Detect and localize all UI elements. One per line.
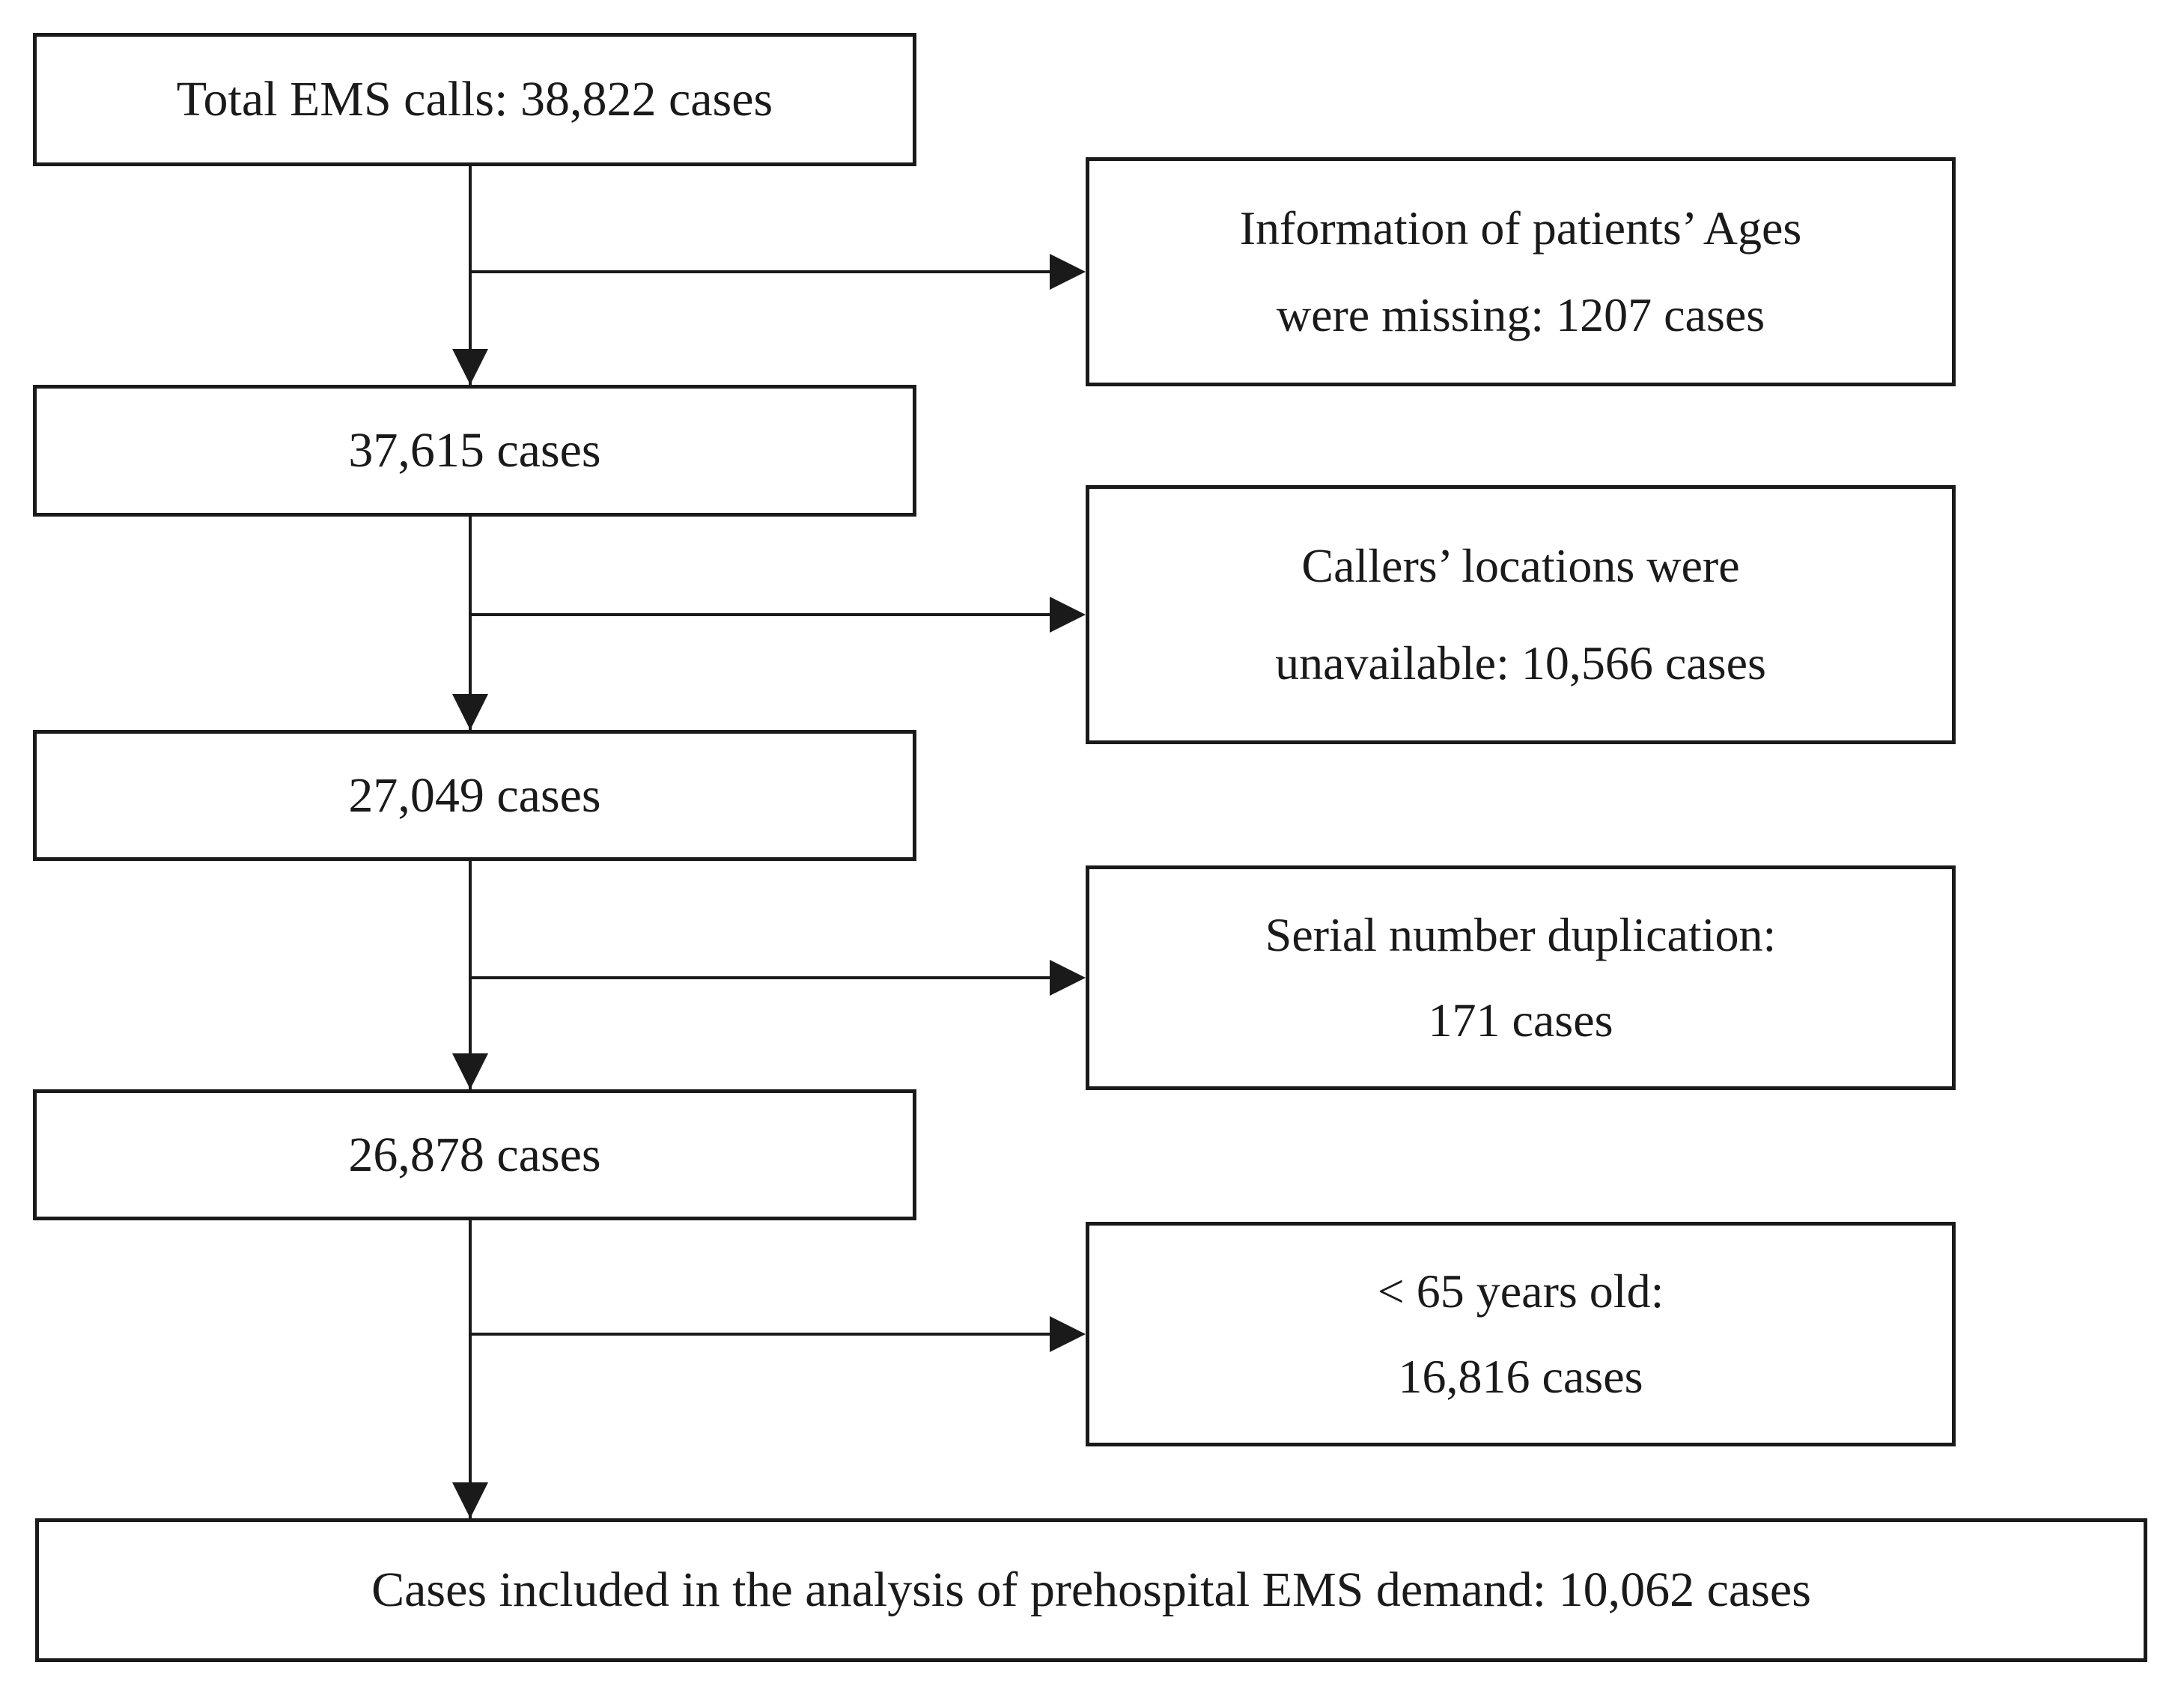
exclusion-line2: 16,816 cases xyxy=(1398,1350,1643,1403)
connector-branch-2 xyxy=(470,613,1051,616)
connector-branch-1 xyxy=(470,270,1051,273)
connector-branch-3 xyxy=(470,976,1051,979)
node-included-cases: Cases included in the analysis of prehos… xyxy=(35,1518,2147,1662)
down-arrowhead-2 xyxy=(452,694,488,730)
node-cases-26878: 26,878 cases xyxy=(33,1089,916,1220)
exclusion-line1: Callers’ locations were xyxy=(1301,539,1740,593)
node-label: Cases included in the analysis of prehos… xyxy=(371,1562,1811,1618)
exclusion-under-65: < 65 years old: 16,816 cases xyxy=(1086,1222,1956,1446)
connector-vertical-3 xyxy=(469,861,472,1089)
node-label: 27,049 cases xyxy=(348,767,601,823)
node-label: 37,615 cases xyxy=(348,423,601,478)
exclusion-missing-age: Information of patients’ Ages were missi… xyxy=(1086,157,1956,386)
exclusion-line1: Information of patients’ Ages xyxy=(1239,201,1802,255)
exclusion-line2: were missing: 1207 cases xyxy=(1276,288,1765,341)
exclusion-line1: Serial number duplication: xyxy=(1265,908,1777,961)
node-label: 26,878 cases xyxy=(348,1127,601,1182)
connector-vertical-2 xyxy=(469,517,472,730)
connector-branch-4 xyxy=(470,1333,1051,1336)
exclusion-serial-duplication: Serial number duplication: 171 cases xyxy=(1086,865,1956,1090)
down-arrowhead-3 xyxy=(452,1053,488,1089)
node-total-ems-calls: Total EMS calls: 38,822 cases xyxy=(33,33,916,166)
down-arrowhead-4 xyxy=(452,1482,488,1518)
node-label: Total EMS calls: 38,822 cases xyxy=(176,72,773,127)
connector-vertical-4 xyxy=(469,1220,472,1518)
right-arrowhead-1 xyxy=(1050,254,1086,290)
exclusion-caller-location: Callers’ locations were unavailable: 10,… xyxy=(1086,485,1956,744)
right-arrowhead-2 xyxy=(1050,597,1086,633)
connector-vertical-1 xyxy=(469,166,472,385)
down-arrowhead-1 xyxy=(452,349,488,385)
exclusion-line1: < 65 years old: xyxy=(1377,1265,1664,1318)
exclusion-line2: 171 cases xyxy=(1428,993,1613,1047)
node-cases-27049: 27,049 cases xyxy=(33,730,916,861)
node-cases-37615: 37,615 cases xyxy=(33,385,916,517)
right-arrowhead-3 xyxy=(1050,960,1086,996)
exclusion-line2: unavailable: 10,566 cases xyxy=(1275,636,1766,690)
right-arrowhead-4 xyxy=(1050,1316,1086,1352)
